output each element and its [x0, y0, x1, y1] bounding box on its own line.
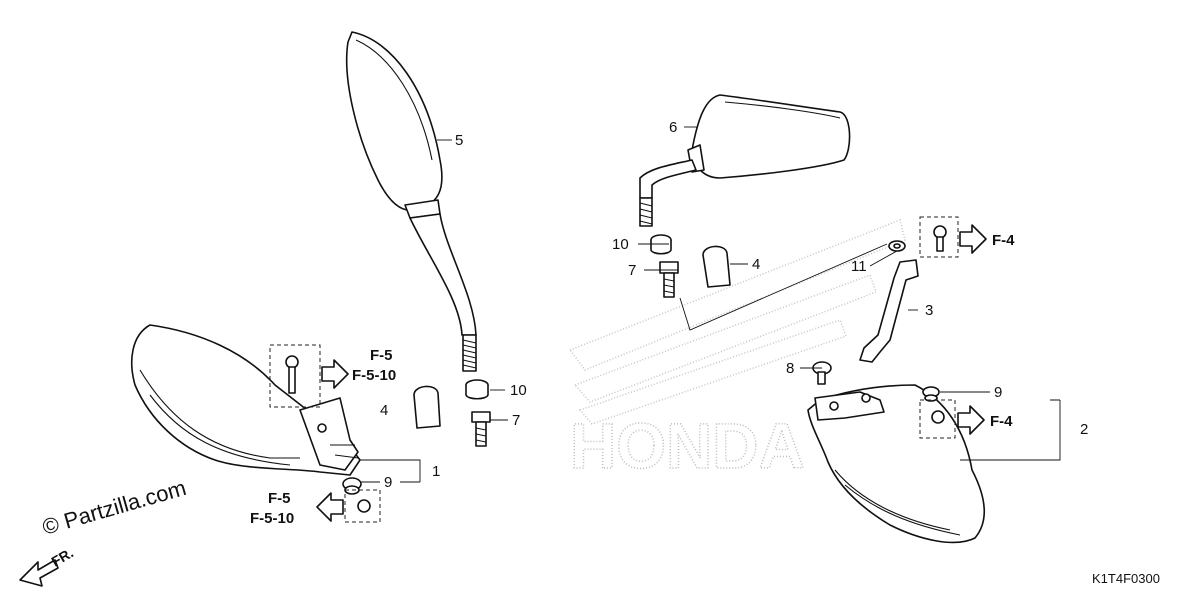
- left-grommet[interactable]: [342, 477, 362, 495]
- callout-9-right: 9: [994, 384, 1002, 401]
- left-adapter[interactable]: [471, 411, 491, 447]
- left-upper-bolt-box: [269, 344, 321, 408]
- left-mirror-thread: [462, 339, 477, 369]
- ref-left-upper-1: F-5: [370, 347, 393, 364]
- left-lower-ref-arrow: [316, 492, 344, 522]
- callout-4-left: 4: [380, 402, 388, 419]
- left-lower-bolt-box: [344, 489, 381, 523]
- right-cap[interactable]: [702, 245, 731, 288]
- diagram-code: K1T4F0300: [1092, 571, 1160, 586]
- callout-numbers: 5 6 10 7 4 11 3 8 9 2 10 7 4 9 1: [380, 119, 1088, 491]
- left-upper-ref-arrow: [321, 359, 349, 389]
- left-nut[interactable]: [465, 379, 489, 400]
- callout-3: 3: [925, 302, 933, 319]
- right-nut[interactable]: [650, 234, 672, 255]
- right-hand-guard[interactable]: [807, 384, 986, 544]
- callout-2: 2: [1080, 421, 1088, 438]
- right-lower-ref-arrow: [957, 405, 985, 435]
- left-cap[interactable]: [413, 385, 441, 429]
- right-washer[interactable]: [888, 240, 906, 252]
- right-grommet[interactable]: [922, 386, 940, 402]
- right-lower-bolt-box: [919, 399, 956, 439]
- callout-7-left: 7: [512, 412, 520, 429]
- callout-10-left: 10: [510, 382, 527, 399]
- right-mirror[interactable]: [639, 94, 851, 227]
- right-adapter[interactable]: [659, 261, 679, 298]
- left-mirror[interactable]: [345, 31, 477, 372]
- ref-left-lower-2: F-5-10: [250, 510, 294, 527]
- callout-1: 1: [432, 463, 440, 480]
- callout-4-right: 4: [752, 256, 760, 273]
- callout-5: 5: [455, 132, 463, 149]
- front-direction-indicator: FR.: [19, 544, 76, 587]
- right-bracket[interactable]: [859, 259, 919, 363]
- right-upper-ref-arrow: [959, 224, 987, 254]
- left-hand-guard[interactable]: [130, 324, 361, 476]
- callout-8: 8: [786, 360, 794, 377]
- ref-right-lower: F-4: [990, 413, 1013, 430]
- front-arrow-icon: [19, 559, 59, 587]
- callout-11: 11: [851, 258, 867, 275]
- right-upper-bolt-box: [919, 216, 959, 258]
- ref-right-upper: F-4: [992, 232, 1015, 249]
- callout-9-left: 9: [384, 474, 392, 491]
- callout-6: 6: [669, 119, 677, 136]
- honda-watermark-text: HONDA: [570, 410, 805, 482]
- ref-left-upper-2: F-5-10: [352, 367, 396, 384]
- leader-lines: [360, 126, 1061, 483]
- copyright-text: © Partzilla.com: [39, 475, 188, 540]
- right-screw[interactable]: [812, 361, 832, 385]
- honda-watermark: HONDA: [568, 218, 906, 483]
- reference-labels: F-5 F-5-10 F-5 F-5-10 F-4 F-4: [250, 232, 1015, 527]
- callout-7-right: 7: [628, 262, 636, 279]
- callout-10-right: 10: [612, 236, 629, 253]
- ref-left-lower-1: F-5: [268, 490, 291, 507]
